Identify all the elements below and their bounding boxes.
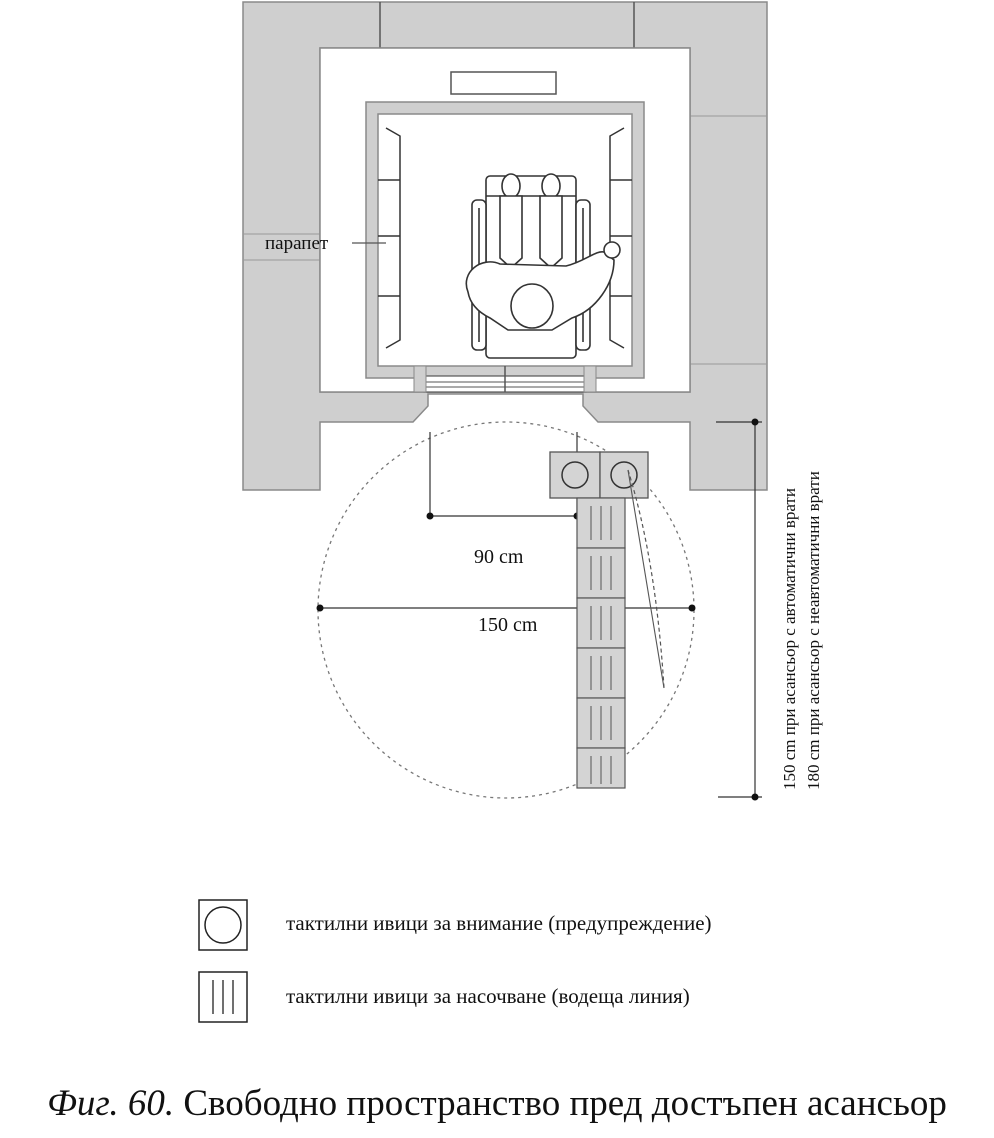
depth-end-top <box>751 418 759 426</box>
figure-caption: Фиг. 60. Свободно пространство пред дост… <box>0 1082 994 1125</box>
depth-manual-label: 180 cm при асансьор с неавтоматични врат… <box>804 471 823 790</box>
door-width-90-end-left <box>426 512 434 520</box>
warning-tile <box>549 451 601 499</box>
parapet-label: парапет <box>265 233 329 254</box>
legend-warning-text: тактилни ивици за внимание (предупрежден… <box>286 911 712 935</box>
warning-tile-circle <box>610 461 638 489</box>
legend-warning-swatch <box>198 899 248 951</box>
floor-display <box>450 71 557 95</box>
width-150-label: 150 cm <box>478 614 538 636</box>
door-swing-arc <box>627 469 665 689</box>
figure-number: Фиг. 60. <box>47 1083 175 1124</box>
legend-warning-circle <box>204 906 242 944</box>
handrail-left <box>385 127 401 349</box>
depth-end-bottom <box>751 793 759 801</box>
wheelchair-user-icon <box>465 173 621 359</box>
handrail-brackets <box>378 179 632 297</box>
diameter-150-end-right <box>688 604 696 612</box>
figure-title: Свободно пространство пред достъпен асан… <box>174 1083 947 1124</box>
handrail-right <box>609 127 625 349</box>
door-jamb-left <box>413 365 427 393</box>
warning-tile <box>599 451 649 499</box>
door-swing-line <box>627 469 665 689</box>
width-90-label: 90 cm <box>474 546 524 568</box>
depth-automatic-label: 150 cm при асансьор с автоматични врати <box>780 488 799 790</box>
legend: тактилни ивици за внимание (предупрежден… <box>198 899 712 1023</box>
door-jamb-right <box>583 365 597 393</box>
legend-guiding-text: тактилни ивици за насочване (водеща лини… <box>286 984 690 1008</box>
diameter-150-end-left <box>316 604 324 612</box>
guiding-tiles <box>576 497 626 789</box>
warning-tile-circle <box>561 461 589 489</box>
